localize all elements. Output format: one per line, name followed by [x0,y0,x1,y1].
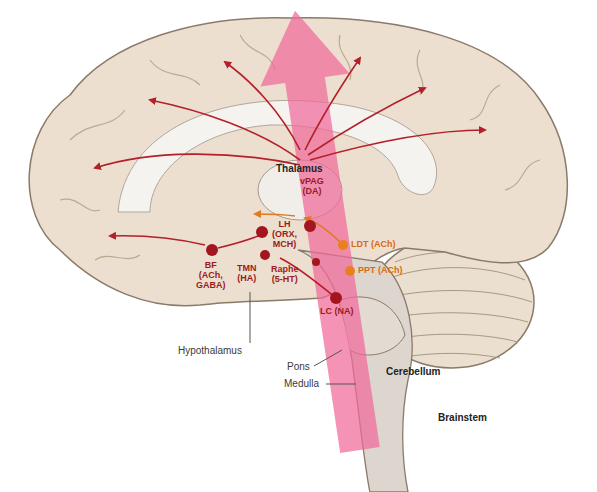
region-label: Hypothalamus [178,345,242,356]
ach-projection [255,214,295,216]
nucleus-label: Raphe (5-HT) [271,265,299,285]
projection-lines [95,58,485,298]
nucleus-label: TMN (HA) [237,264,257,284]
nucleus-label: LH (ORX, MCH) [272,220,297,250]
nucleus-label: PPT (ACh) [358,266,403,276]
nucleus-label: BF (ACh, GABA) [196,261,226,291]
nucleus-label: vPAG (DA) [300,177,324,197]
nucleus-dots [206,220,355,304]
leader-lines [250,292,356,384]
region-label: Brainstem [438,412,487,423]
nucleus-label: LC (NA) [320,307,354,317]
region-label: Cerebellum [386,366,440,377]
region-label: Thalamus [276,163,323,174]
ascending-arrow [260,11,379,453]
ach-projection [305,218,343,245]
region-label: Medulla [284,378,319,389]
region-label: Pons [287,361,310,372]
nucleus-label: LDT (ACh) [351,240,396,250]
